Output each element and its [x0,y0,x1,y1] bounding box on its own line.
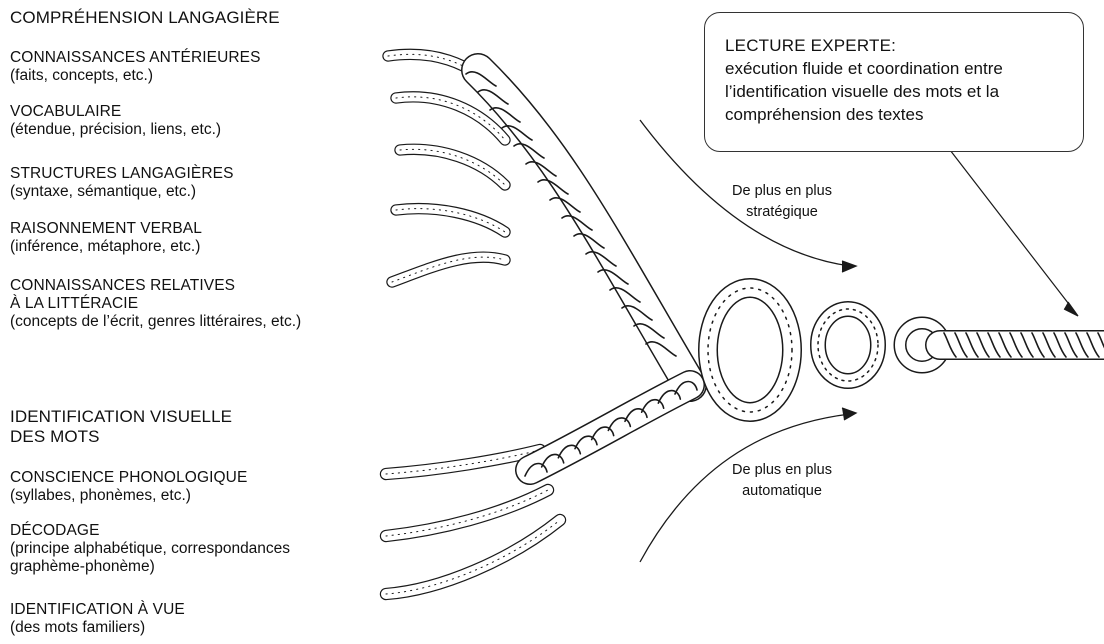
strand-label: VOCABULAIRE [10,103,390,121]
upper-strand [392,257,505,282]
strand-detail: (syntaxe, sémantique, etc.) [10,183,390,201]
strand-label: STRUCTURES LANGAGIÈRES [10,165,390,183]
strand-detail: (étendue, précision, liens, etc.) [10,121,390,139]
strand-detail: (inférence, métaphore, etc.) [10,238,390,256]
strand-sight-recognition: IDENTIFICATION À VUE (des mots familiers… [10,601,390,637]
increasingly-strategic-label: De plus en plus stratégique [692,181,872,223]
strand-detail: (faits, concepts, etc.) [10,67,390,85]
strand-background-knowledge: CONNAISSANCES ANTÉRIEURES (faits, concep… [10,49,390,85]
strategic-arrowhead [842,261,856,272]
lower-strand [386,490,548,536]
skilled-reading-text: exécution fluide et coordination entre l… [725,57,1073,126]
strand-literacy-knowledge: CONNAISSANCES RELATIVES À LA LITTÉRACIE … [10,277,390,331]
strand-label: CONSCIENCE PHONOLOGIQUE [10,469,390,487]
strand-label: RAISONNEMENT VERBAL [10,220,390,238]
strand-detail: (syllabes, phonèmes, etc.) [10,487,390,505]
automatic-arrowhead [842,408,856,420]
language-comprehension-title: COMPRÉHENSION LANGAGIÈRE [10,8,280,28]
upper-strand [400,149,505,185]
strand-detail: (principe alphabétique, correspondances … [10,540,390,576]
strand-label: CONNAISSANCES RELATIVES À LA LITTÉRACIE [10,277,390,313]
strand-label: IDENTIFICATION À VUE [10,601,390,619]
strand-vocabulary: VOCABULAIRE (étendue, précision, liens, … [10,103,390,139]
skilled-reading-title: LECTURE EXPERTE: [725,35,1073,57]
upper-bundle-fill [478,70,690,385]
strand-language-structures: STRUCTURES LANGAGIÈRES (syntaxe, sémanti… [10,165,390,201]
strand-decoding: DÉCODAGE (principe alphabétique, corresp… [10,522,390,576]
strand-label: DÉCODAGE [10,522,390,540]
increasingly-automatic-label: De plus en plus automatique [692,460,872,502]
skilled-reading-callout: LECTURE EXPERTE: exécution fluide et coo… [704,12,1084,152]
callout-pointer [950,150,1075,312]
strand-phonological-awareness: CONSCIENCE PHONOLOGIQUE (syllabes, phonè… [10,469,390,505]
word-recognition-title: IDENTIFICATION VISUELLE DES MOTS [10,407,232,447]
upper-strand [396,209,505,232]
strand-label: CONNAISSANCES ANTÉRIEURES [10,49,390,67]
callout-pointer-head [1064,302,1078,316]
strand-detail: (des mots familiers) [10,619,390,637]
strand-verbal-reasoning: RAISONNEMENT VERBAL (inférence, métaphor… [10,220,390,256]
strand-detail: (concepts de l’écrit, genres littéraires… [10,313,390,331]
